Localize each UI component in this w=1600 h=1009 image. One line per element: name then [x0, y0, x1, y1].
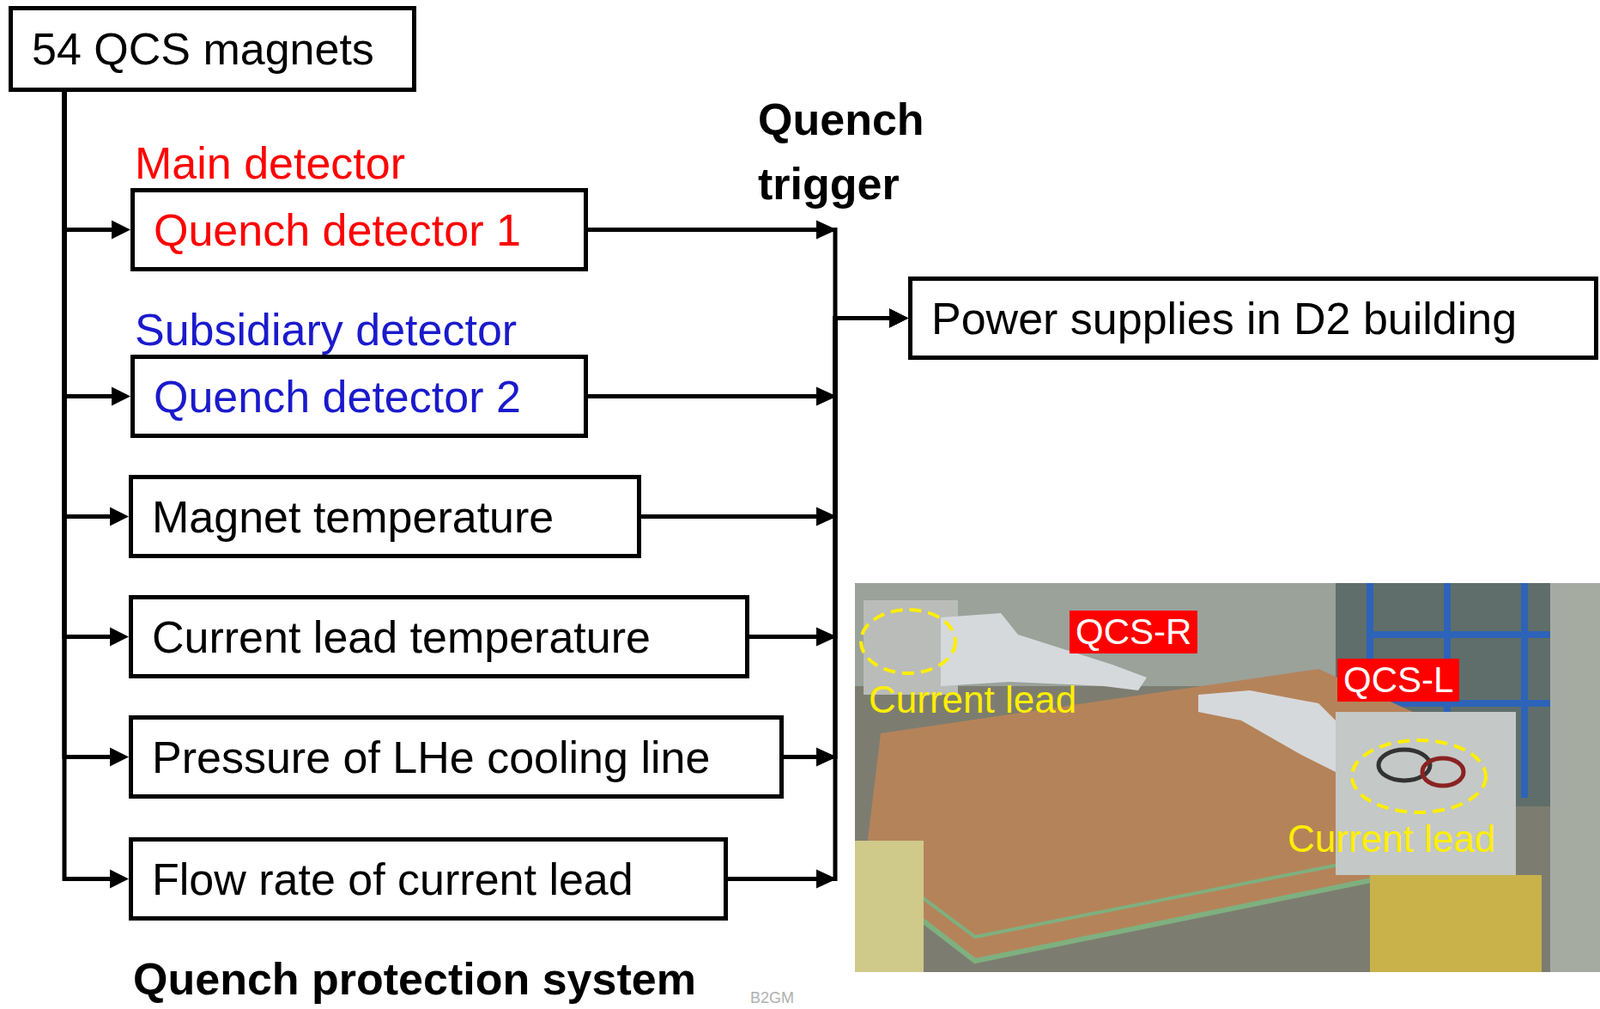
connector-line [64, 91, 110, 758]
arrowhead [109, 627, 129, 647]
arrowhead [111, 220, 131, 240]
magnet-tag: QCS-R [1069, 610, 1198, 654]
building-column [1550, 582, 1600, 972]
railing [863, 866, 1439, 961]
highlight-ellipse [1351, 739, 1486, 813]
monitor-box: Current lead temperature [128, 594, 750, 679]
bus-arrowhead [816, 507, 837, 527]
connector [64, 91, 129, 527]
connector-line [641, 318, 890, 517]
connector-line [587, 318, 890, 397]
bus-arrowhead [816, 220, 837, 240]
arrowhead [889, 309, 909, 328]
bus-arrowhead [816, 747, 837, 767]
connector-line [587, 230, 890, 319]
arrowhead [889, 309, 909, 328]
bus-arrowhead [816, 627, 837, 647]
monitor-box: Pressure of LHe cooling line [128, 715, 784, 799]
box-heading: Subsidiary detector [134, 303, 517, 356]
arrowhead [109, 507, 129, 527]
box-label: Flow rate of current lead [151, 853, 634, 905]
trigger-label: Quench trigger [757, 87, 956, 217]
photo-illustration [854, 582, 1600, 972]
box-label: 54 QCS magnets [31, 23, 375, 75]
monitor-box: Magnet temperature [128, 474, 642, 558]
watermark: B2GM [750, 988, 794, 1007]
connector [587, 309, 909, 397]
box-label: Current lead temperature [151, 611, 651, 663]
part-label: Current lead [868, 678, 1077, 722]
connector [587, 230, 909, 328]
box-label: Quench detector 1 [153, 204, 522, 256]
arrowhead [889, 309, 909, 328]
hall-ground [854, 582, 1600, 972]
arrowhead [889, 309, 909, 328]
pillar [854, 840, 924, 972]
arrowhead [109, 869, 129, 889]
connector-line [64, 91, 112, 231]
bus-arrowhead [816, 869, 837, 889]
arrowhead [111, 387, 131, 407]
connector [64, 91, 129, 889]
arrowhead [109, 747, 129, 767]
connector-line [64, 91, 110, 879]
magnet-tag: QCS-L [1337, 658, 1460, 702]
target-box: Power supplies in D2 building [908, 276, 1599, 360]
source-box: 54 QCS magnets [8, 6, 417, 92]
arrowhead [889, 309, 909, 328]
connector [64, 91, 131, 407]
connector [749, 309, 909, 637]
connector [64, 91, 129, 767]
connector-line [64, 91, 110, 637]
caption: Quench protection system [133, 952, 697, 1005]
connector-line [749, 318, 890, 637]
detector-box: Subsidiary detectorQuench detector 2 [130, 354, 588, 438]
detector-box: Main detectorQuench detector 1 [130, 187, 588, 272]
connector-line [64, 91, 112, 397]
arrowhead [889, 309, 909, 328]
box-label: Quench detector 2 [153, 370, 522, 423]
connector [64, 91, 131, 240]
box-heading: Main detector [134, 137, 406, 189]
highlight-ellipse [860, 609, 956, 673]
support-frame [1369, 874, 1542, 972]
connector [64, 91, 129, 647]
box-label: Magnet temperature [151, 490, 554, 543]
part-label: Current lead [1287, 817, 1496, 861]
box-label: Power supplies in D2 building [931, 292, 1517, 345]
cables [1422, 757, 1464, 786]
bus-arrowhead [816, 387, 837, 407]
box-label: Pressure of LHe cooling line [151, 731, 710, 783]
connector-line [64, 91, 110, 517]
qcs-l-cryostat [1198, 690, 1336, 772]
connector [641, 309, 909, 517]
monitor-box: Flow rate of current lead [128, 836, 728, 921]
